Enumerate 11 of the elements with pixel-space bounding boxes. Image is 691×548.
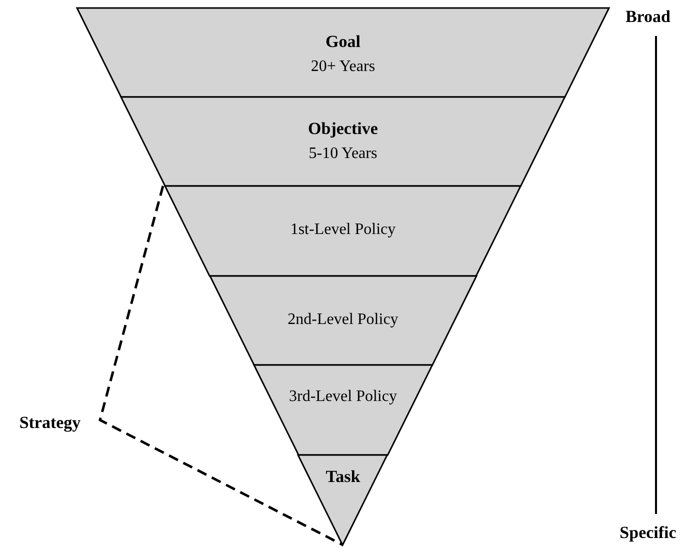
band-subtext: 5-10 Years: [308, 144, 378, 164]
band-label: 1st-Level Policy: [290, 220, 396, 240]
band-label: 3rd-Level Policy: [289, 387, 397, 407]
band-subtext: 20+ Years: [310, 57, 376, 77]
band-heading: Objective: [308, 118, 378, 140]
band-label: 2nd-Level Policy: [288, 310, 398, 330]
band-heading: Goal: [326, 31, 360, 53]
band-label: Task: [326, 466, 360, 488]
scale-label: Specific: [618, 522, 678, 544]
scale-label: Broad: [624, 6, 672, 28]
scale-label: Strategy: [18, 412, 82, 434]
